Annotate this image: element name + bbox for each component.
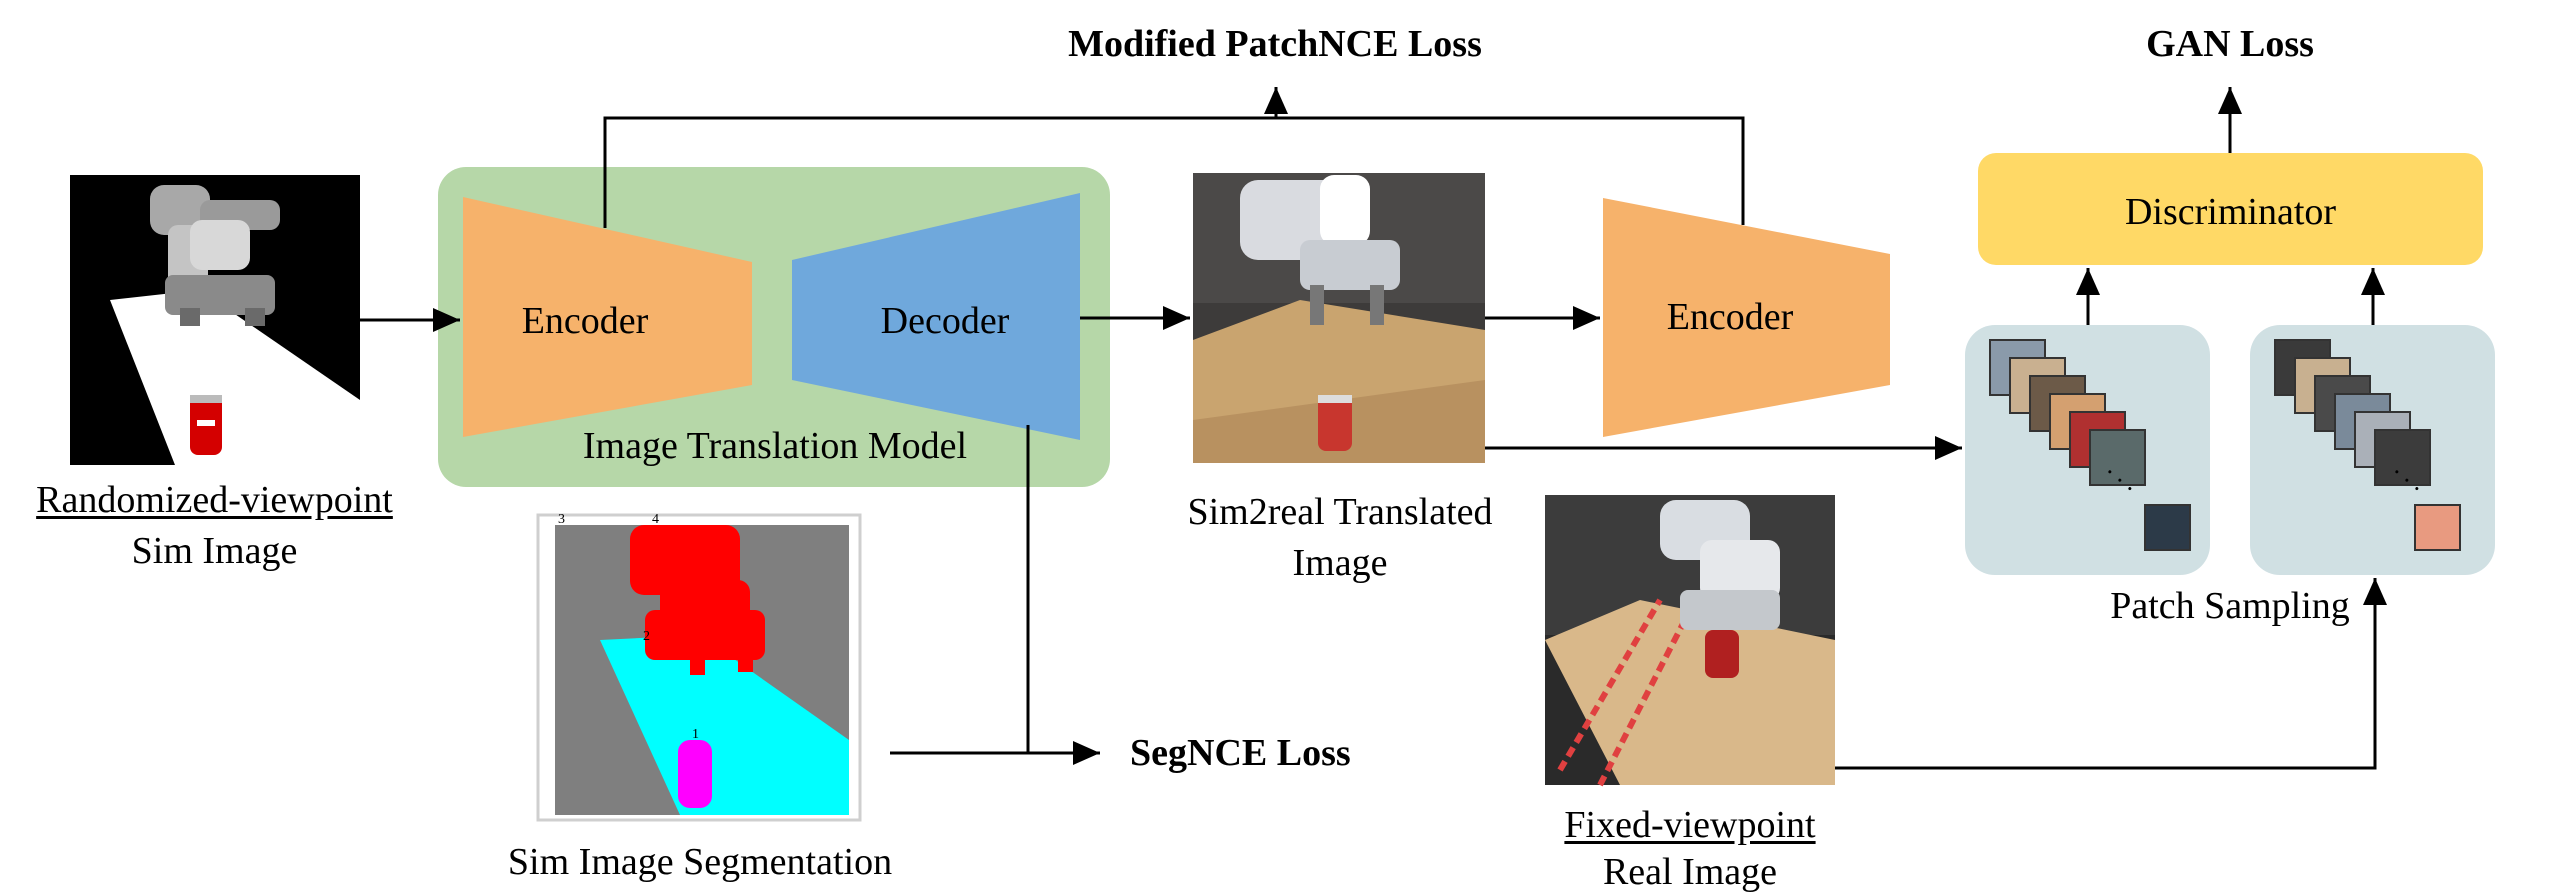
patch-sampling-label: Patch Sampling (2110, 585, 2350, 627)
translated-image-caption-2: Image (1292, 542, 1388, 584)
seg-mark-2: 2 (643, 629, 650, 644)
patch-stack-translated (1989, 339, 2191, 551)
encoder-label: Encoder (521, 300, 649, 342)
sim-image-caption: Sim Image (131, 530, 298, 572)
patchnce-loss-label: Modified PatchNCE Loss (1068, 23, 1482, 65)
decoder-shape (792, 193, 1080, 440)
seg-mark-1: 1 (692, 727, 699, 742)
seg-robot-mask (630, 525, 765, 675)
discriminator-box (1978, 153, 2483, 265)
translated-image (1193, 173, 1485, 463)
encoder-2-shape (1603, 198, 1890, 437)
translated-image-caption-1: Sim2real Translated (1187, 491, 1493, 533)
real-image-caption-underlined: Fixed-viewpoint (1564, 804, 1816, 846)
encoder-2-label: Encoder (1666, 296, 1794, 338)
real-image (1545, 495, 1835, 787)
seg-mark-4: 4 (652, 512, 659, 527)
encoder-shape (463, 197, 752, 437)
segnce-loss-label: SegNCE Loss (1130, 732, 1351, 774)
sim-image (70, 175, 360, 465)
connector-lines (360, 87, 2387, 770)
seg-can-mask (678, 740, 712, 808)
sim-robot-arm (150, 185, 280, 326)
translation-model-label: Image Translation Model (582, 425, 968, 467)
gan-loss-label: GAN Loss (2146, 23, 2314, 65)
sim-can (190, 395, 222, 455)
sim-image-caption-underlined: Randomized-viewpoint (36, 479, 393, 521)
decoder-label: Decoder (880, 300, 1010, 342)
real-image-caption: Real Image (1602, 851, 1778, 893)
patch-stack-real (2274, 339, 2461, 551)
discriminator-label: Discriminator (2124, 191, 2337, 233)
segmentation-caption: Sim Image Segmentation (507, 841, 893, 883)
seg-mark-3: 3 (558, 512, 565, 527)
segmentation-image (536, 513, 862, 822)
